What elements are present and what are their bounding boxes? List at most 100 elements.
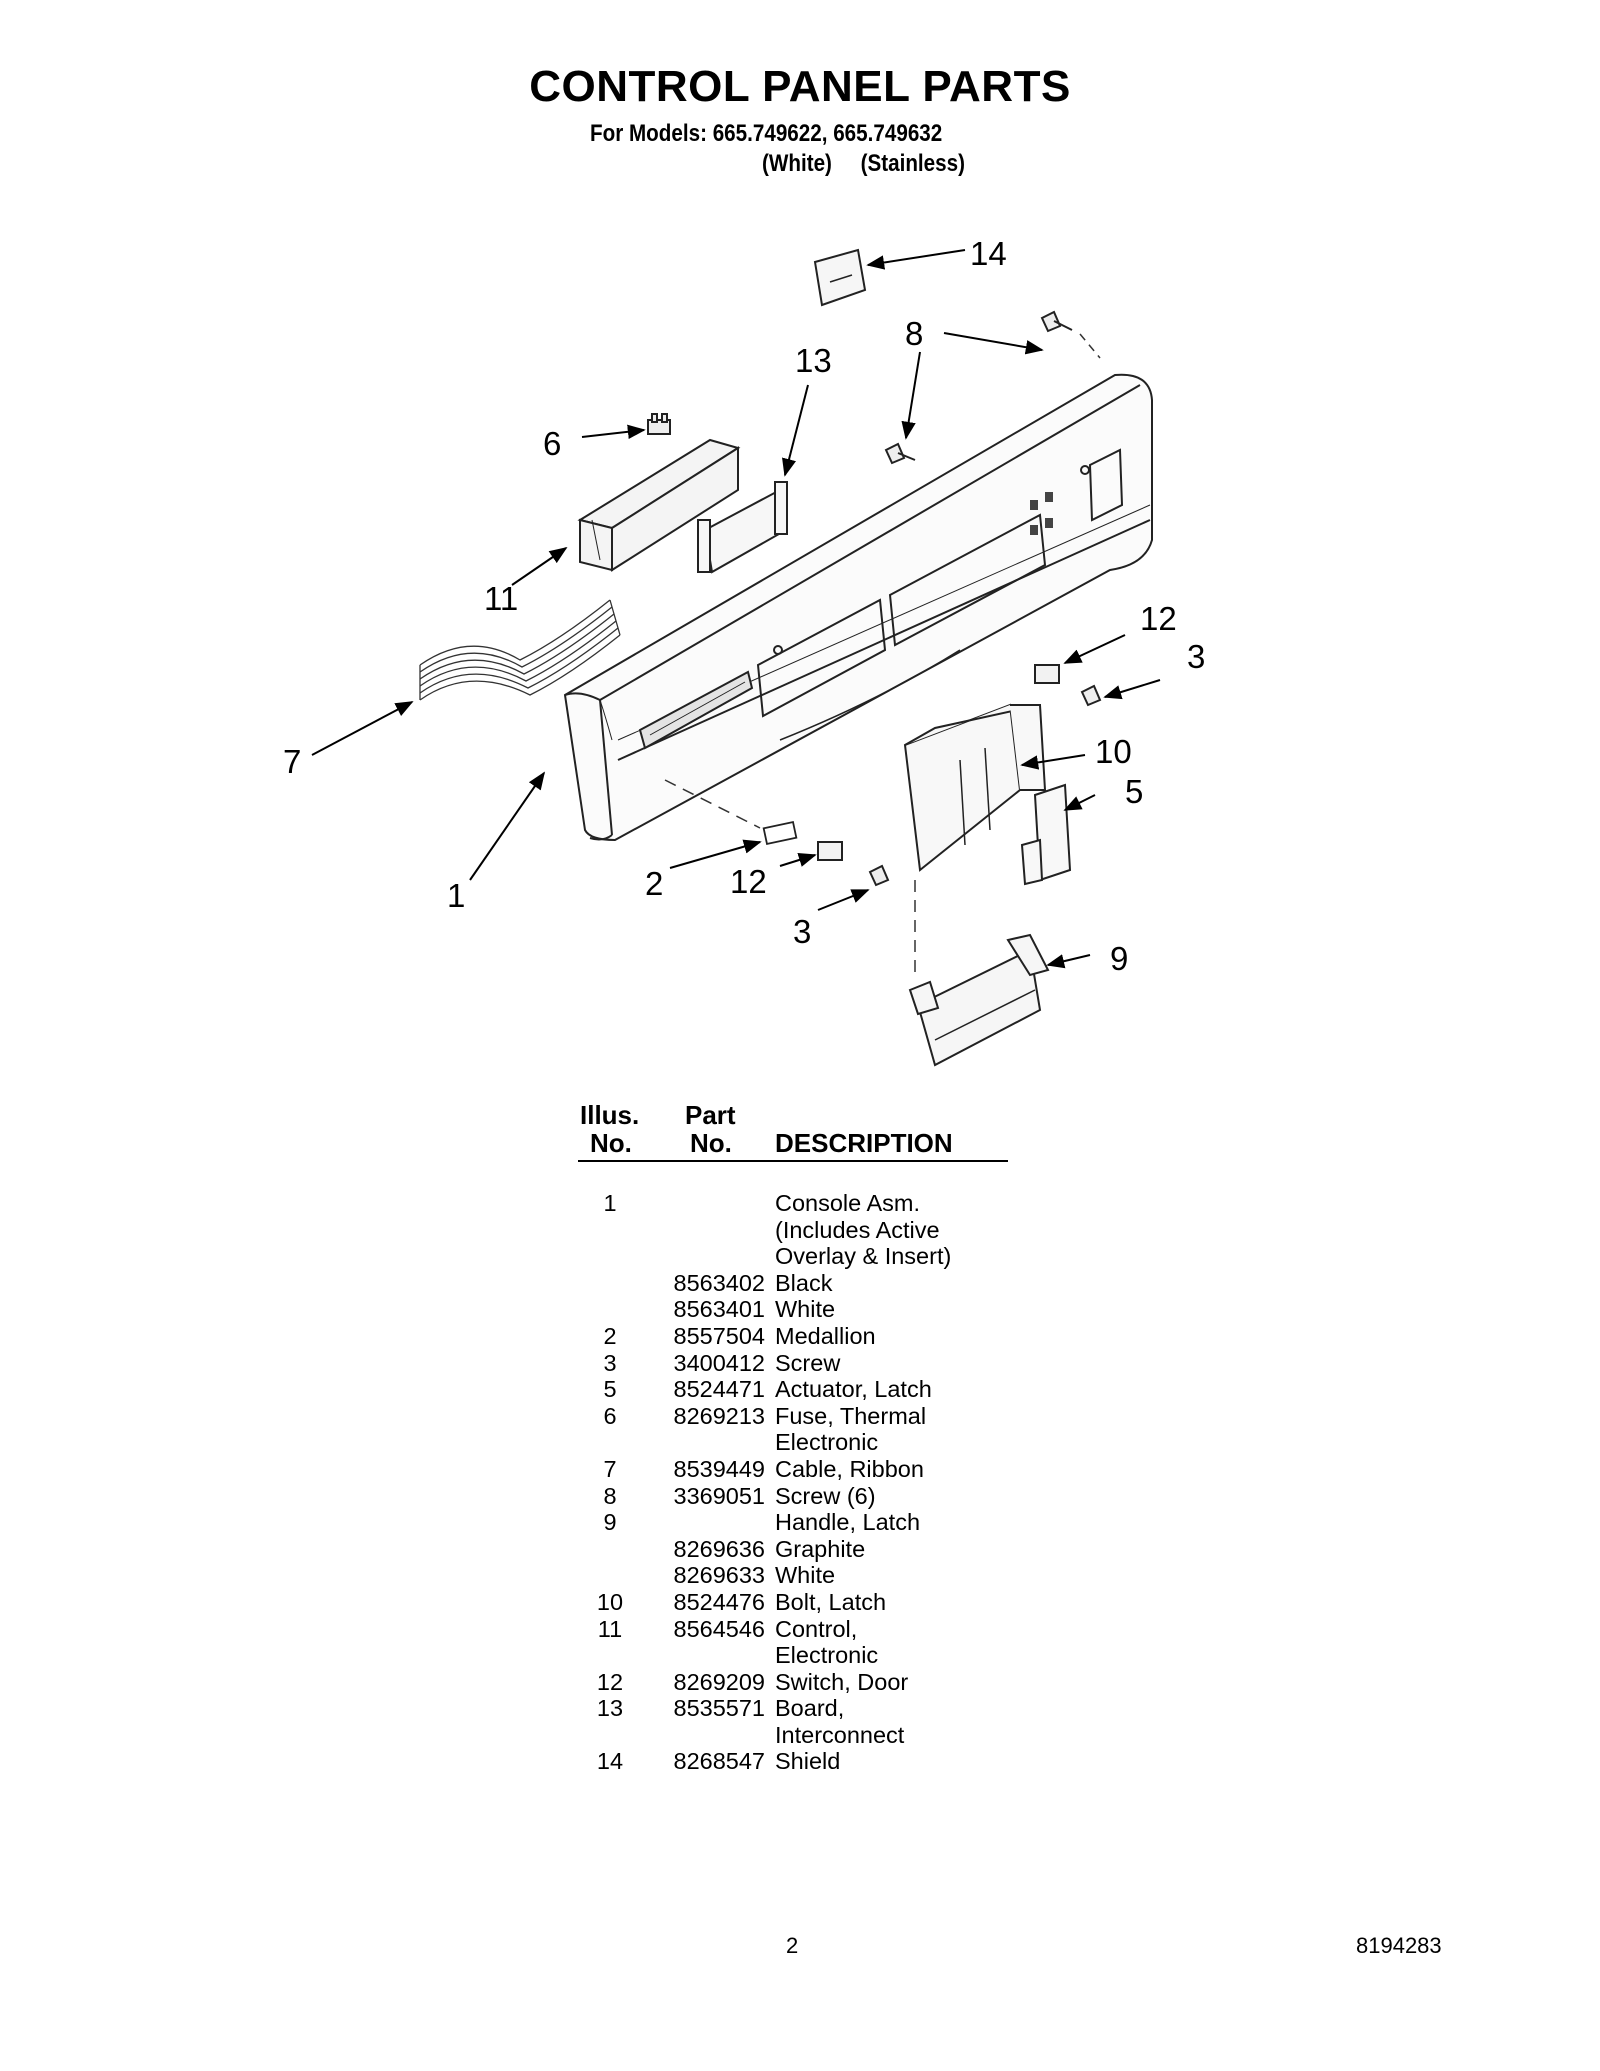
electronic-control (577, 438, 741, 572)
ribbon-cable (419, 599, 621, 701)
part-description: Fuse, Thermal (775, 1402, 927, 1429)
part-description: Screw (6) (775, 1482, 876, 1509)
illus-no: 9 (603, 1509, 617, 1536)
callout-14: 14 (970, 235, 1007, 272)
part-description: Interconnect (775, 1721, 905, 1748)
part-no: 8524471 (673, 1376, 766, 1403)
part-description: Handle, Latch (775, 1509, 921, 1536)
models-line: For Models: 665.749622, 665.749632 (590, 120, 943, 147)
part-header-bottom: No. (690, 1128, 732, 1158)
part-no: 8539449 (673, 1455, 766, 1482)
parts-row: Interconnect (560, 1722, 1055, 1749)
parts-row: 14 8268547 Shield (560, 1748, 1055, 1775)
callout-9: 9 (1110, 940, 1128, 977)
part-header-top: Part (685, 1100, 736, 1130)
part-no (660, 1429, 775, 1456)
interconnect-board (697, 481, 788, 574)
part-no (660, 1722, 775, 1749)
part-no: 8268547 (673, 1748, 766, 1775)
part-no: 3369051 (673, 1482, 766, 1509)
illus-no: 13 (596, 1695, 624, 1722)
illus-no: 5 (603, 1376, 617, 1403)
callout-13: 13 (795, 342, 832, 379)
part-description: (Includes Active (775, 1216, 940, 1243)
illus-no: 2 (603, 1322, 617, 1349)
callout-3-upper: 3 (1187, 638, 1205, 675)
illus-no: 1 (603, 1190, 617, 1216)
illus-no (560, 1642, 660, 1669)
parts-row: Electronic (560, 1429, 1055, 1456)
callout-7: 7 (283, 743, 301, 780)
illus-no (560, 1296, 660, 1323)
callout-2: 2 (645, 865, 663, 902)
page-title: CONTROL PANEL PARTS (529, 62, 1071, 111)
callout-8: 8 (905, 315, 923, 352)
illus-no (560, 1429, 660, 1456)
part-description: Screw (775, 1349, 841, 1376)
parts-row: 9 Handle, Latch (560, 1509, 1055, 1536)
parts-row: 5 8524471 Actuator, Latch (560, 1376, 1055, 1403)
callout-5: 5 (1125, 773, 1143, 810)
parts-row: 8 3369051 Screw (6) (560, 1483, 1055, 1510)
part-description: Medallion (775, 1322, 876, 1349)
illus-no: 7 (603, 1455, 617, 1482)
part-no: 8524476 (673, 1588, 766, 1615)
parts-row: Overlay & Insert) (560, 1243, 1055, 1270)
part-no (660, 1642, 775, 1669)
shield (813, 248, 867, 307)
part-no: 8563402 (673, 1269, 766, 1296)
exploded-parts-diagram: 14 8 13 6 11 7 1 2 12 3 12 3 10 5 9 (283, 235, 1205, 1067)
console-assembly (563, 373, 1153, 842)
part-description: Overlay & Insert) (775, 1243, 952, 1270)
screws-8 (884, 310, 1073, 465)
part-no: 8269213 (673, 1402, 766, 1429)
latch-actuator (1020, 783, 1072, 886)
part-description: Bolt, Latch (775, 1588, 887, 1615)
part-no: 8269636 (673, 1535, 766, 1562)
part-description: Board, (775, 1695, 845, 1722)
part-description: Control, (775, 1615, 858, 1642)
illus-no (560, 1217, 660, 1244)
latch-handle (908, 933, 1050, 1067)
model-variants-line: (White) (Stainless) (762, 150, 965, 177)
part-description: Shield (775, 1748, 841, 1775)
callout-labels: 14 8 13 6 11 7 1 2 12 3 12 3 10 5 9 (283, 235, 1205, 977)
callout-12-upper: 12 (1140, 600, 1177, 637)
callout-12-lower: 12 (730, 863, 767, 900)
illus-no: 8 (603, 1482, 617, 1509)
parts-row: 8563402 Black (560, 1270, 1055, 1297)
part-description: Black (775, 1269, 833, 1296)
illus-no: 14 (596, 1748, 624, 1775)
page-number: 2 (786, 1933, 799, 1958)
door-switches (817, 664, 1060, 861)
parts-row: 13 8535571 Board, (560, 1695, 1055, 1722)
screws-3 (868, 684, 1102, 887)
document-number: 8194283 (1356, 1933, 1442, 1958)
callout-3-lower: 3 (793, 913, 811, 950)
illus-no (560, 1243, 660, 1270)
callout-1: 1 (447, 877, 465, 914)
callout-6: 6 (543, 425, 561, 462)
part-description: Electronic (775, 1429, 879, 1456)
part-description: White (775, 1562, 836, 1589)
part-description: Electronic (775, 1642, 879, 1669)
part-no (660, 1243, 775, 1270)
illus-no: 12 (596, 1668, 624, 1695)
part-no: 8563401 (673, 1296, 766, 1323)
illus-header-top: Illus. (580, 1100, 640, 1130)
part-no: 8557504 (673, 1322, 766, 1349)
illus-no (560, 1536, 660, 1563)
part-description: Actuator, Latch (775, 1376, 932, 1403)
part-description: Console Asm. (775, 1190, 920, 1216)
part-no: 8535571 (673, 1695, 766, 1722)
part-no (660, 1217, 775, 1244)
description-header: DESCRIPTION (775, 1128, 953, 1158)
part-no (660, 1509, 775, 1536)
callout-10: 10 (1095, 733, 1132, 770)
